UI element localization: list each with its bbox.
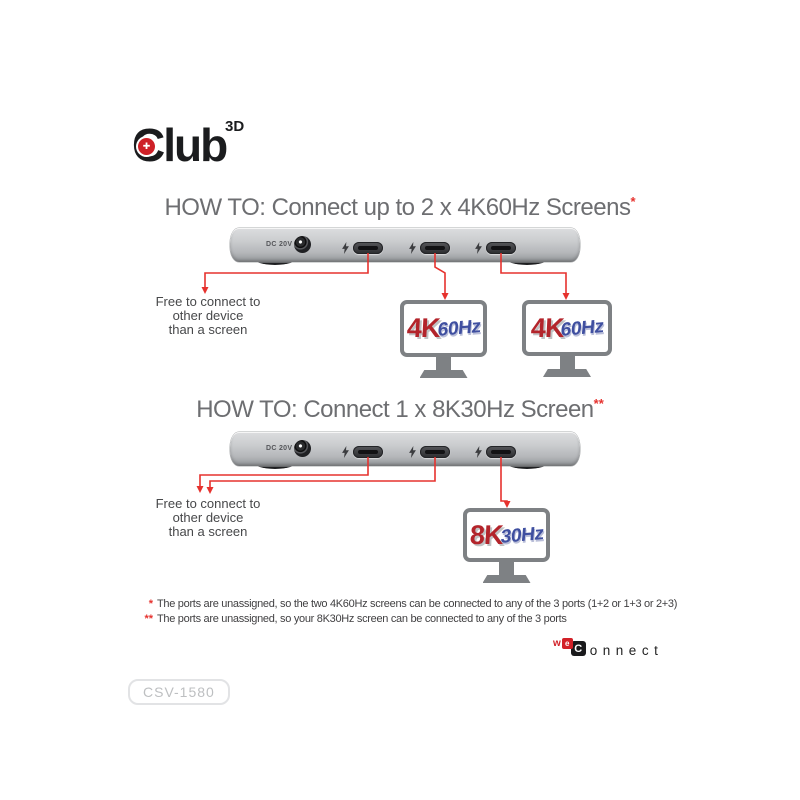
resolution-label: 4K <box>406 313 441 343</box>
arrowhead <box>503 501 511 508</box>
usbc-port-slot <box>358 246 378 250</box>
dock-device-1: DC 20V <box>230 228 580 268</box>
arrowhead <box>196 486 204 493</box>
footnotes: * The ports are unassigned, so the two 4… <box>136 598 677 628</box>
thunderbolt-icon <box>475 242 482 254</box>
thunderbolt-icon <box>342 446 349 458</box>
section-1-title-text: HOW TO: Connect up to 2 x 4K60Hz Screens <box>164 194 631 221</box>
club3d-logo: Club ✚ 3D <box>112 106 262 172</box>
refresh-label: 60Hz <box>559 315 605 341</box>
weconnect-logo: w e C onnect <box>553 638 663 658</box>
section-2-title-marker: ** <box>593 396 604 411</box>
footnote-1-text: The ports are unassigned, so the two 4K6… <box>157 598 678 610</box>
power-jack-icon <box>294 440 311 457</box>
thunderbolt-icon <box>475 446 482 458</box>
free-note-line: Free to connect to <box>155 294 261 309</box>
resolution-label: 8K <box>469 519 504 550</box>
weconnect-w: w <box>553 638 561 649</box>
section-2-title-text: HOW TO: Connect 1 x 8K30Hz Screen <box>196 396 594 423</box>
monitor-stand-base <box>482 575 531 583</box>
weconnect-c-badge: C <box>570 641 586 656</box>
free-note-line: other device <box>172 308 244 323</box>
section-1-title: HOW TO: Connect up to 2 x 4K60Hz Screens… <box>0 194 800 222</box>
section-1-title-marker: * <box>630 194 636 209</box>
device-body: DC 20V <box>230 228 580 262</box>
footnote-2-text: The ports are unassigned, so your 8K30Hz… <box>157 613 567 625</box>
usbc-port-3 <box>486 242 516 254</box>
usbc-port-slot <box>491 450 511 454</box>
monitor-stand-neck <box>559 356 575 369</box>
monitor-screen: 4K 60Hz <box>522 300 612 356</box>
arrowhead <box>441 293 449 300</box>
monitor-8k: 8K 30Hz <box>463 508 550 583</box>
refresh-label: 30Hz <box>499 522 545 548</box>
power-port-label: DC 20V <box>266 241 293 248</box>
monitor-stand-base <box>419 370 468 378</box>
free-note-2: Free to connect to other device than a s… <box>147 497 269 539</box>
footnote-1-marker: * <box>148 598 153 610</box>
port-group-1 <box>342 446 383 458</box>
port-group-1 <box>342 242 383 254</box>
club3d-logo-superscript: 3D <box>225 118 245 135</box>
arrowhead <box>201 287 209 294</box>
dock-device-2: DC 20V <box>230 432 580 472</box>
free-note-line: than a screen <box>168 322 248 337</box>
thunderbolt-icon <box>342 242 349 254</box>
usbc-port-slot <box>358 450 378 454</box>
power-jack-icon <box>294 236 311 253</box>
thunderbolt-icon <box>409 242 416 254</box>
port-group-3 <box>475 446 516 458</box>
resolution-label: 4K <box>529 312 564 343</box>
product-code-badge: CSV-1580 <box>128 679 230 705</box>
device-body: DC 20V <box>230 432 580 466</box>
monitor-4k-1: 4K 60Hz <box>400 300 487 378</box>
port-group-3 <box>475 242 516 254</box>
usbc-port-1 <box>353 242 383 254</box>
usbc-port-3 <box>486 446 516 458</box>
free-note-line: other device <box>172 510 244 525</box>
monitor-4k-2: 4K 60Hz <box>522 300 612 377</box>
usbc-port-slot <box>425 450 445 454</box>
power-port-label: DC 20V <box>266 445 293 452</box>
footnote-2: ** The ports are unassigned, so your 8K3… <box>136 613 677 625</box>
arrowhead <box>562 293 570 300</box>
port-group-2 <box>409 242 450 254</box>
section-2-title: HOW TO: Connect 1 x 8K30Hz Screen** <box>0 396 800 424</box>
arrowhead <box>206 487 214 494</box>
usbc-port-2 <box>420 242 450 254</box>
club3d-logo-emblem-icon: ✚ <box>138 138 155 155</box>
usbc-port-slot <box>491 246 511 250</box>
monitor-screen: 4K 60Hz <box>400 300 487 357</box>
footnote-2-marker: ** <box>144 613 153 625</box>
usbc-port-slot <box>425 246 445 250</box>
free-note-line: than a screen <box>168 524 248 539</box>
thunderbolt-icon <box>409 446 416 458</box>
monitor-screen: 8K 30Hz <box>463 508 550 562</box>
usbc-port-2 <box>420 446 450 458</box>
weconnect-text: onnect <box>589 643 664 658</box>
refresh-label: 60Hz <box>436 316 482 341</box>
monitor-stand-neck <box>499 562 514 575</box>
monitor-stand-base <box>543 369 591 377</box>
monitor-stand-neck <box>436 357 451 370</box>
port-group-2 <box>409 446 450 458</box>
free-note-line: Free to connect to <box>155 496 261 511</box>
usbc-port-1 <box>353 446 383 458</box>
free-note-1: Free to connect to other device than a s… <box>147 295 269 337</box>
footnote-1: * The ports are unassigned, so the two 4… <box>136 598 678 610</box>
weconnect-e-badge: e <box>561 638 573 649</box>
